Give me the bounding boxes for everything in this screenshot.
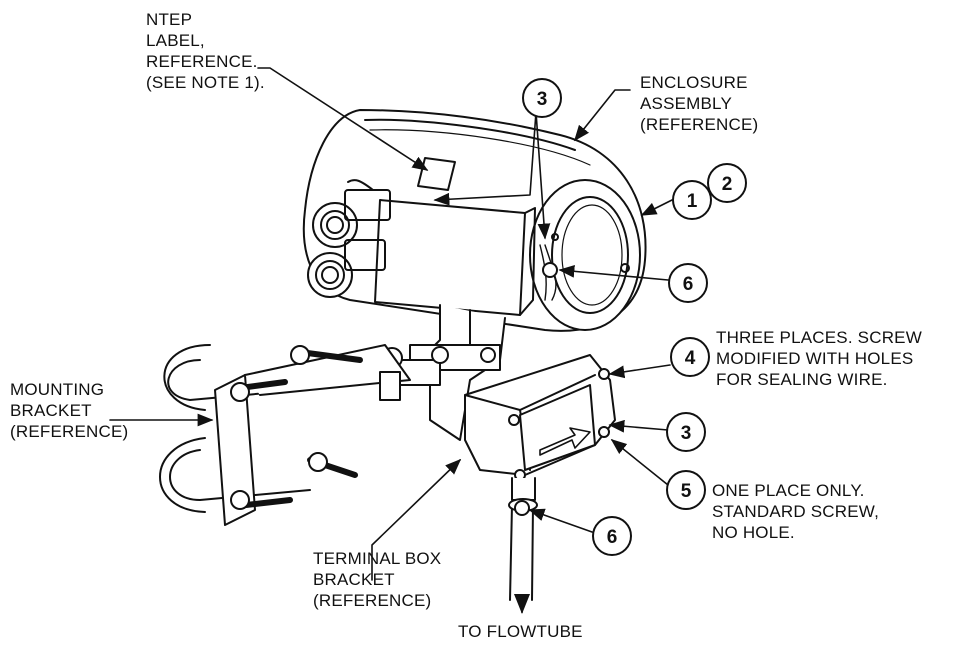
ntep-label-text: NTEP LABEL, REFERENCE. (SEE NOTE 1).	[146, 10, 265, 92]
mounting-bracket	[159, 344, 411, 526]
mounting-neck	[381, 304, 506, 441]
callout-2-number: 2	[722, 174, 733, 195]
terminal-box-bracket-label: TERMINAL BOX BRACKET (REFERENCE)	[313, 549, 442, 610]
to-flowtube-label: TO FLOWTUBE	[458, 622, 583, 641]
mounting-bracket-label: MOUNTING BRACKET (REFERENCE)	[10, 380, 129, 441]
callout-3-right	[666, 412, 706, 452]
callout-2	[707, 163, 747, 203]
callout-6-top	[668, 263, 708, 303]
enclosure-assembly	[302, 109, 647, 332]
leader-lines	[109, 67, 673, 581]
callout-3-right-number: 3	[681, 423, 692, 444]
callout-4	[670, 337, 710, 377]
callout-5	[666, 470, 706, 510]
one-place-note: ONE PLACE ONLY. STANDARD SCREW, NO HOLE.	[712, 481, 880, 542]
enclosure-assembly-label: ENCLOSURE ASSEMBLY (REFERENCE)	[640, 73, 759, 134]
terminal-box	[464, 354, 616, 614]
three-places-note: THREE PLACES. SCREW MODIFIED WITH HOLES …	[716, 328, 922, 389]
callout-3-top	[522, 78, 562, 118]
callout-1-number: 1	[687, 191, 698, 212]
callout-6-bottom	[592, 516, 632, 556]
callout-6-bottom-number: 6	[607, 527, 618, 548]
callout-3-top-number: 3	[537, 89, 548, 110]
callout-6-top-number: 6	[683, 274, 694, 295]
callout-1	[672, 180, 712, 220]
callout-4-number: 4	[685, 348, 696, 369]
callout-5-number: 5	[681, 481, 692, 502]
